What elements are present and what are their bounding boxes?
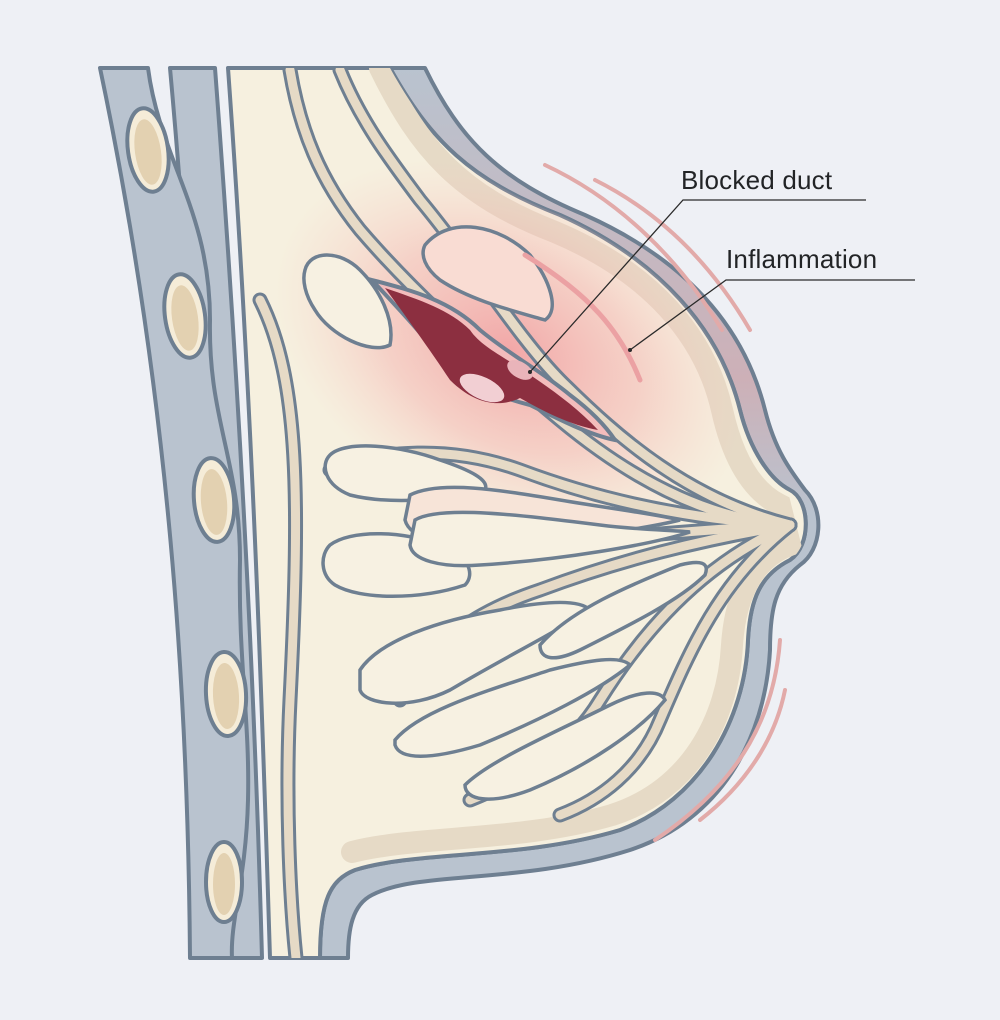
chest-wall (98, 66, 264, 960)
heat-marks (522, 163, 787, 842)
label-blocked-duct: Blocked duct (681, 165, 833, 195)
ribs (125, 106, 249, 924)
breast-tissue (226, 66, 808, 960)
rib-cage-band (98, 66, 251, 960)
leader-lines (528, 199, 915, 374)
blocked-duct (366, 276, 620, 443)
lobules (302, 225, 708, 801)
label-inflammation: Inflammation (726, 244, 878, 274)
leader-line-blocked-duct (529, 199, 866, 373)
leader-line-inflammation (629, 279, 915, 351)
